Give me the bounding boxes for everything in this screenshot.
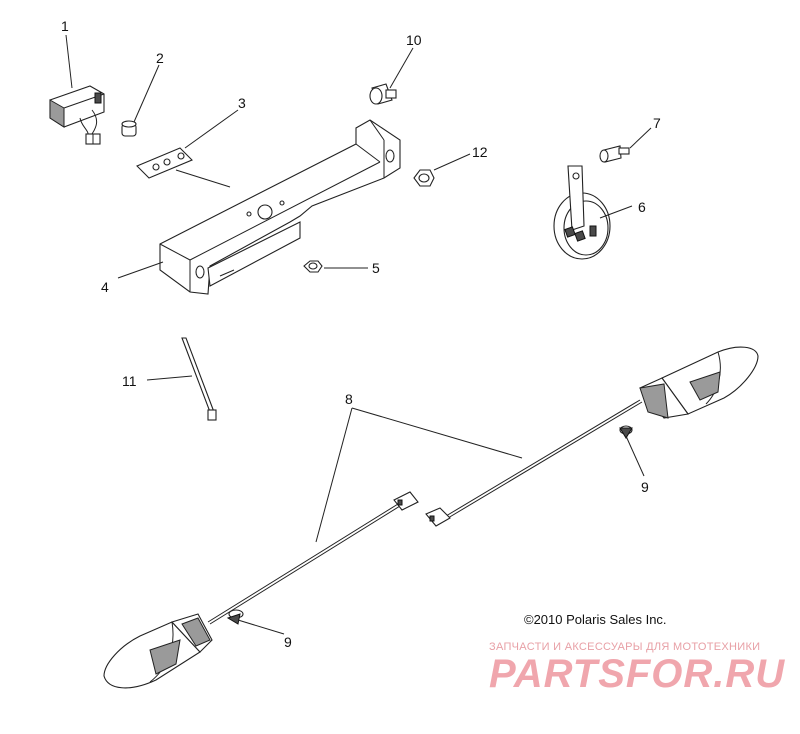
callout-5: 5	[372, 260, 380, 276]
part-4-bracket	[159, 119, 401, 295]
leader-8a	[315, 407, 353, 543]
callout-11: 10	[406, 32, 422, 48]
callout-1: 1	[61, 18, 69, 34]
leader-4	[117, 261, 164, 279]
part-3-plate	[136, 147, 193, 179]
part-11-bolt	[369, 83, 397, 105]
callout-9b: 9	[284, 634, 292, 650]
part-9-screw-upper	[619, 425, 633, 439]
leader-12	[433, 153, 471, 171]
leader-1	[65, 34, 73, 89]
callout-10: 11	[122, 373, 137, 389]
callout-3: 3	[238, 95, 246, 111]
leader-9b	[237, 619, 285, 635]
leader-11	[389, 47, 414, 89]
part-1-license-light	[49, 85, 105, 145]
part-8-turn-signal-left	[103, 491, 419, 689]
callout-6: 6	[638, 199, 646, 215]
callout-8: 8	[345, 391, 353, 407]
part-10-cable-tie	[181, 337, 217, 421]
part-8-turn-signal-right	[425, 346, 759, 527]
leader-3b	[175, 169, 231, 188]
callout-7: 7	[653, 115, 661, 131]
leader-7	[629, 127, 652, 149]
leader-3a	[184, 109, 239, 149]
copyright-text: ©2010 Polaris Sales Inc.	[524, 612, 667, 627]
part-7-bolt	[599, 145, 630, 163]
part-2-spacer	[121, 120, 137, 137]
leader-10	[146, 375, 193, 381]
callout-12: 12	[472, 144, 488, 160]
part-12-nut	[413, 169, 435, 187]
leader-2	[133, 64, 160, 123]
callout-4: 4	[101, 279, 109, 295]
leader-6	[599, 205, 633, 219]
watermark-subtitle: ЗАПЧАСТИ И АКСЕССУАРЫ ДЛЯ МОТОТЕХНИКИ	[489, 641, 761, 653]
watermark-logo: PARTSFOR.RU	[489, 652, 786, 696]
leader-9a	[625, 435, 645, 477]
part-6-horn	[553, 165, 611, 260]
leader-8b	[351, 407, 523, 459]
part-9-screw-lower	[226, 609, 244, 625]
callout-9a: 9	[641, 479, 649, 495]
callout-2: 2	[156, 50, 164, 66]
part-5-nut	[303, 260, 323, 273]
